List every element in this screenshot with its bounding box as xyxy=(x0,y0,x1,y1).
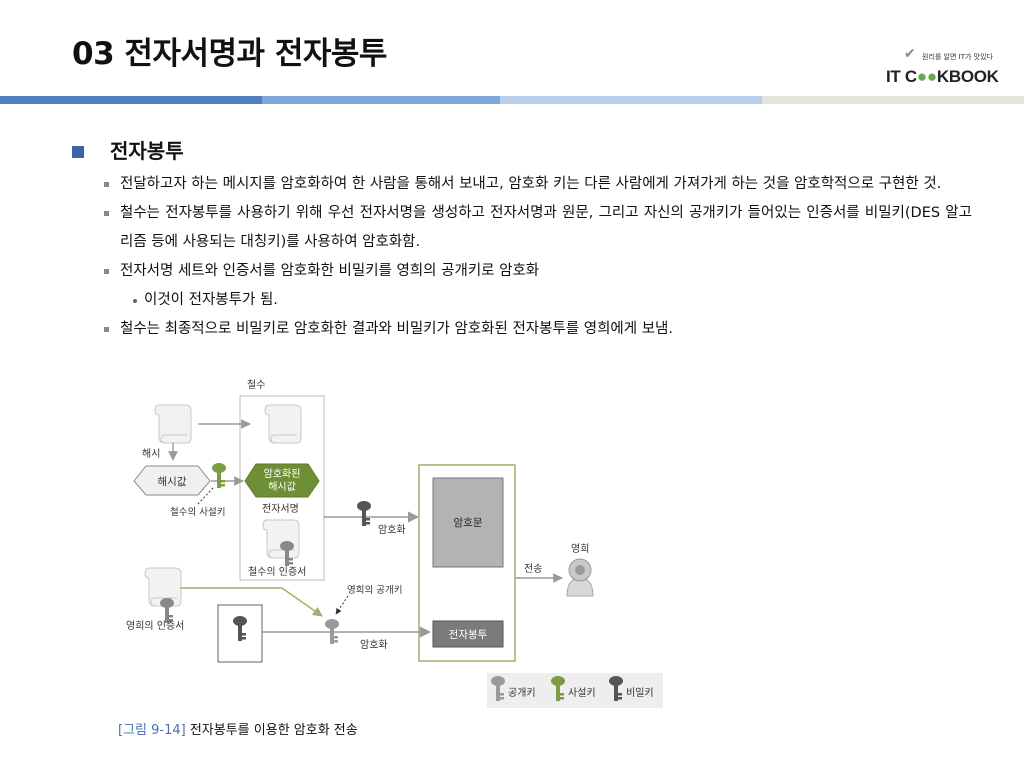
cheolsu-cert-label: 철수의 인증서 xyxy=(248,566,306,578)
private-key-label: 철수의 사설키 xyxy=(170,507,225,518)
list-item: 전달하고자 하는 메시지를 암호화하여 한 사람을 통해서 보내고, 암호화 키… xyxy=(72,170,972,199)
legend-public-label: 공개키 xyxy=(508,687,536,699)
bullet-icon xyxy=(104,211,109,216)
cheolsu-certificate-icon xyxy=(262,519,300,559)
caption-number: [그림 9-14] xyxy=(118,723,186,738)
transmit-label: 전송 xyxy=(524,563,542,575)
header-bar-segment-4 xyxy=(762,96,1024,104)
transmission-package-box xyxy=(418,464,516,662)
cheolsu-box xyxy=(239,395,325,581)
original-document-icon xyxy=(154,404,192,444)
legend-private-label: 사설키 xyxy=(568,687,596,699)
younghee-person-icon xyxy=(566,558,594,597)
younghee-cert-label: 영희의 인증서 xyxy=(126,620,184,632)
list-item: 철수는 전자봉투를 사용하기 위해 우선 전자서명을 생성하고 전자서명과 원문… xyxy=(72,199,972,257)
ciphertext-label: 암호문 xyxy=(454,517,483,529)
bullet-icon xyxy=(104,182,109,187)
square-bullet-icon xyxy=(72,146,84,158)
secret-key-icon xyxy=(357,501,371,526)
younghee-cert-key-icon xyxy=(160,598,174,623)
encrypted-hash-label-1: 암호화된 xyxy=(264,468,301,480)
key-legend xyxy=(487,673,663,708)
encrypted-hash-shape xyxy=(244,463,320,498)
sub-list-item: 이것이 전자봉투가 됨. xyxy=(72,286,972,315)
original-document-copy-icon xyxy=(264,404,302,444)
logo-tagline: 원리를 알면 IT가 맛있다 xyxy=(922,53,993,61)
header-bar-segment-3 xyxy=(500,96,762,104)
encrypt-label-2: 암호화 xyxy=(360,639,388,651)
encrypt-label: 암호화 xyxy=(378,524,406,536)
slide-content: 전자봉투 전달하고자 하는 메시지를 암호화하여 한 사람을 통해서 보내고, … xyxy=(72,136,972,344)
list-item: 전자서명 세트와 인증서를 암호화한 비밀키를 영희의 공개키로 암호화 xyxy=(72,257,972,286)
section-heading: 전자봉투 xyxy=(72,136,972,166)
caption-text: 전자봉투를 이용한 암호화 전송 xyxy=(185,723,358,738)
page-title: 03 전자서명과 전자봉투 xyxy=(72,36,387,72)
check-icon: ✔ xyxy=(904,46,916,62)
hash-value-label: 해시값 xyxy=(158,475,187,488)
envelope-label: 전자봉투 xyxy=(449,629,488,641)
signature-label: 전자서명 xyxy=(262,503,299,515)
bullet-icon xyxy=(104,327,109,332)
logo-brand: IT C●●KBOOK xyxy=(886,67,999,86)
legend-secret-label: 비밀키 xyxy=(626,687,654,699)
younghee-pubkey-label: 영희의 공개키 xyxy=(347,585,402,596)
header-bar-segment-2 xyxy=(262,96,500,104)
list-item: 철수는 최종적으로 비밀키로 암호화한 결과와 비밀키가 암호화된 전자봉투를 … xyxy=(72,315,972,344)
bullet-icon xyxy=(104,269,109,274)
ciphertext-box xyxy=(432,477,504,568)
dot-bullet-icon xyxy=(133,299,137,303)
hash-value-shape xyxy=(133,465,211,496)
section-title: 전자봉투 xyxy=(110,139,184,163)
encrypted-hash-label-2: 해시값 xyxy=(268,480,296,493)
figure-caption: [그림 9-14] 전자봉투를 이용한 암호화 전송 xyxy=(118,719,358,738)
it-cookbook-logo: ✔ 원리를 알면 IT가 맛있다 IT C●●KBOOK xyxy=(884,46,1008,90)
cheolsu-label: 철수 xyxy=(247,379,265,391)
header-bar-segment-1 xyxy=(0,96,262,104)
hash-label: 해시 xyxy=(142,447,160,460)
cheolsu-private-key-icon xyxy=(212,463,226,488)
younghee-label: 영희 xyxy=(571,543,589,555)
envelope-box xyxy=(432,620,504,648)
